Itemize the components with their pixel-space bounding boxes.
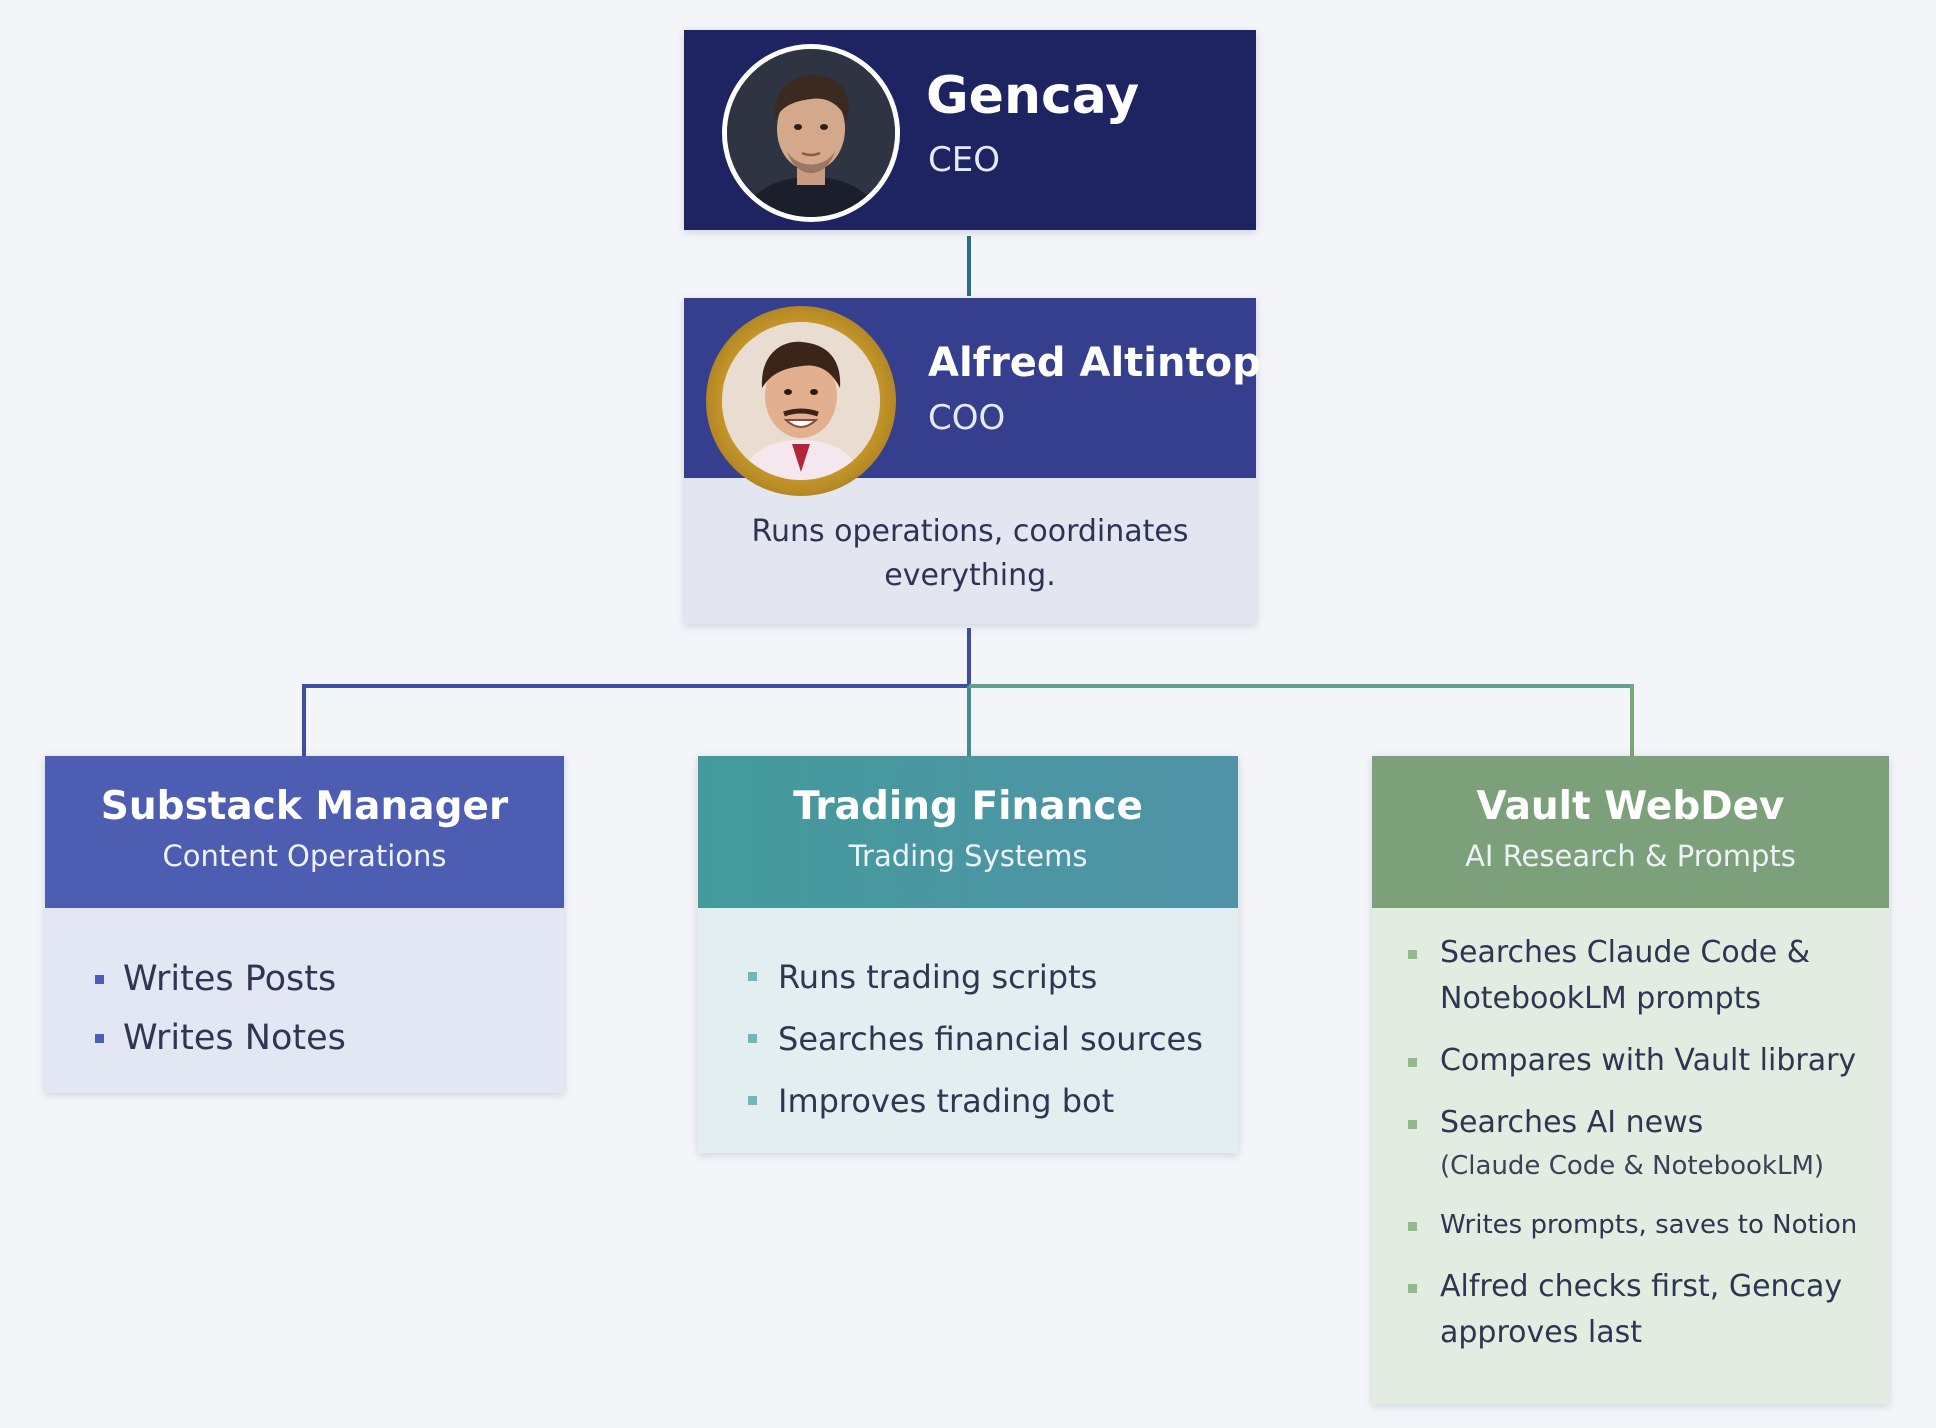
- list-item-text: Compares with Vault library: [1440, 1043, 1857, 1078]
- dept-body: Searches Claude Code & NotebookLM prompt…: [1372, 908, 1889, 1404]
- list-item: Searches Claude Code & NotebookLM prompt…: [1408, 930, 1889, 1022]
- ceo-name: Gencay: [926, 66, 1140, 126]
- square-bullet-icon: [1408, 1284, 1417, 1293]
- dept-card-substack-manager: Substack Manager Content Operations Writ…: [45, 756, 564, 1093]
- square-bullet-icon: [1408, 1222, 1417, 1231]
- list-item: Writes prompts, saves to Notion: [1408, 1202, 1889, 1248]
- dept-header: Vault WebDev AI Research & Prompts: [1372, 756, 1889, 908]
- list-item-text: Improves trading bot: [778, 1082, 1115, 1120]
- ceo-role: CEO: [928, 140, 1000, 180]
- dept-body: Runs trading scripts Searches financial …: [698, 908, 1238, 1153]
- square-bullet-icon: [748, 1096, 757, 1105]
- dept-card-vault-webdev: Vault WebDev AI Research & Prompts Searc…: [1372, 756, 1889, 1404]
- list-item: Writes Notes: [95, 1009, 564, 1068]
- coo-card-body: Runs operations, coordinates everything.: [684, 478, 1256, 624]
- square-bullet-icon: [1408, 950, 1417, 959]
- coo-card: Alfred Altintop COO Runs operations, coo…: [684, 298, 1261, 624]
- dept-subtitle: Trading Systems: [848, 839, 1088, 873]
- list-item: Searches AI news (Claude Code & NotebookL…: [1408, 1100, 1889, 1186]
- square-bullet-icon: [1408, 1120, 1417, 1129]
- dept-title: Substack Manager: [100, 784, 509, 829]
- dept-title: Vault WebDev: [1476, 784, 1785, 829]
- square-bullet-icon: [1408, 1058, 1417, 1067]
- coo-role: COO: [928, 398, 1006, 438]
- dept-header: Substack Manager Content Operations: [45, 756, 564, 908]
- list-item-text: Writes prompts, saves to Notion: [1440, 1210, 1858, 1240]
- list-item-text: Writes Notes: [123, 1018, 346, 1058]
- list-item-text: Searches financial sources: [778, 1020, 1203, 1058]
- dept-subtitle: Content Operations: [162, 839, 447, 873]
- list-item: Searches financial sources: [748, 1008, 1238, 1070]
- coo-name: Alfred Altintop: [928, 340, 1261, 386]
- list-item: Alfred checks first, Gencay approves las…: [1408, 1264, 1889, 1356]
- dept-task-list: Writes Posts Writes Notes: [45, 908, 564, 1068]
- ceo-avatar: [722, 44, 900, 222]
- square-bullet-icon: [95, 1034, 104, 1043]
- list-item: Compares with Vault library: [1408, 1038, 1889, 1084]
- coo-avatar: [706, 306, 896, 496]
- square-bullet-icon: [95, 975, 104, 984]
- coo-description: Runs operations, coordinates everything.: [751, 514, 1189, 593]
- list-item: Writes Posts: [95, 950, 564, 1009]
- list-item-note: (Claude Code & NotebookLM): [1440, 1151, 1825, 1181]
- dept-task-list: Searches Claude Code & NotebookLM prompt…: [1372, 908, 1889, 1356]
- list-item-text: Writes Posts: [123, 959, 337, 999]
- dept-subtitle: AI Research & Prompts: [1465, 839, 1796, 873]
- dept-task-list: Runs trading scripts Searches financial …: [698, 908, 1238, 1132]
- list-item-text: Searches Claude Code & NotebookLM prompt…: [1440, 935, 1811, 1016]
- dept-body: Writes Posts Writes Notes: [45, 908, 564, 1093]
- list-item: Improves trading bot: [748, 1070, 1238, 1132]
- list-item: Runs trading scripts: [748, 946, 1238, 1008]
- list-item-text: Alfred checks first, Gencay approves las…: [1440, 1269, 1843, 1350]
- list-item-text: Searches AI news: [1440, 1105, 1704, 1140]
- dept-card-trading-finance: Trading Finance Trading Systems Runs tra…: [698, 756, 1238, 1153]
- list-item-text: Runs trading scripts: [778, 958, 1098, 996]
- coo-avatar-portrait: [722, 322, 880, 480]
- dept-header: Trading Finance Trading Systems: [698, 756, 1238, 908]
- dept-title: Trading Finance: [793, 784, 1143, 829]
- ceo-card: Gencay CEO: [684, 30, 1256, 230]
- square-bullet-icon: [748, 1034, 757, 1043]
- square-bullet-icon: [748, 972, 757, 981]
